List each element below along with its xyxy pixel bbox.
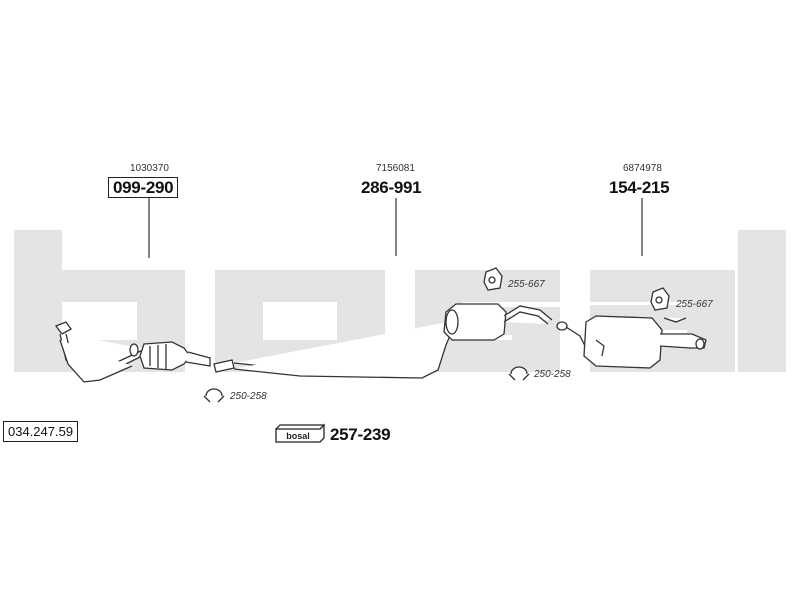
accessory-number-rubber-mount-rear[interactable]: 255-667: [676, 299, 713, 310]
part-number-rear-silencer[interactable]: 154-215: [609, 178, 670, 197]
oem-number-rear-silencer: 6874978: [623, 163, 662, 174]
clamp-icon: [508, 366, 530, 381]
package-brand-label: bosal: [286, 431, 310, 441]
leader-lines: [148, 198, 643, 258]
part-number-catalytic-converter[interactable]: 099-290: [108, 177, 179, 198]
mounting-kit-package-icon: bosal: [275, 423, 325, 443]
accessory-number-clamp-front[interactable]: 250-258: [230, 391, 267, 402]
part-number-centre-silencer[interactable]: 286-991: [361, 178, 422, 197]
rear-silencer-drawing: [556, 315, 707, 369]
accessory-number-clamp-mid[interactable]: 250-258: [534, 369, 571, 380]
rubber-mount-icon: [650, 287, 670, 311]
mounting-kit-number[interactable]: 257-239: [330, 425, 391, 444]
clamp-icon: [203, 388, 225, 403]
oem-number-centre-silencer: 7156081: [376, 163, 415, 174]
oem-number-catalytic-converter: 1030370: [130, 163, 169, 174]
centre-silencer-drawing: [213, 303, 553, 379]
catalog-reference: 034.247.59: [3, 421, 79, 442]
accessory-number-rubber-mount-mid[interactable]: 255-667: [508, 279, 545, 290]
catalytic-converter-drawing: [54, 321, 211, 383]
rubber-mount-icon: [483, 267, 503, 291]
